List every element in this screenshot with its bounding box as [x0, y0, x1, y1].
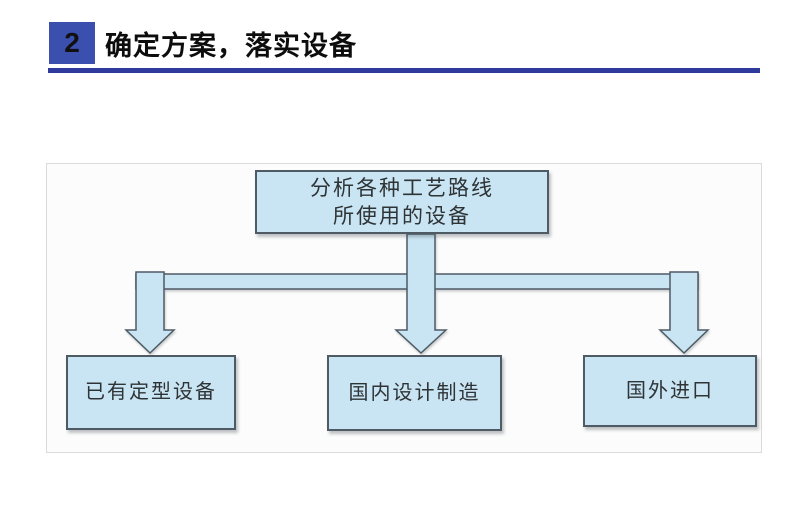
- node-child-domestic-design: 国内设计制造: [327, 355, 502, 431]
- node-child-foreign-import: 国外进口: [583, 355, 757, 427]
- node-child-existing-equipment: 已有定型设备: [66, 355, 236, 430]
- section-number: 2: [64, 27, 80, 58]
- node-root: 分析各种工艺路线 所使用的设备: [255, 170, 549, 234]
- page-title: 确定方案，落实设备: [105, 30, 357, 61]
- section-number-badge: 2: [49, 22, 95, 64]
- title-underline: [48, 68, 760, 73]
